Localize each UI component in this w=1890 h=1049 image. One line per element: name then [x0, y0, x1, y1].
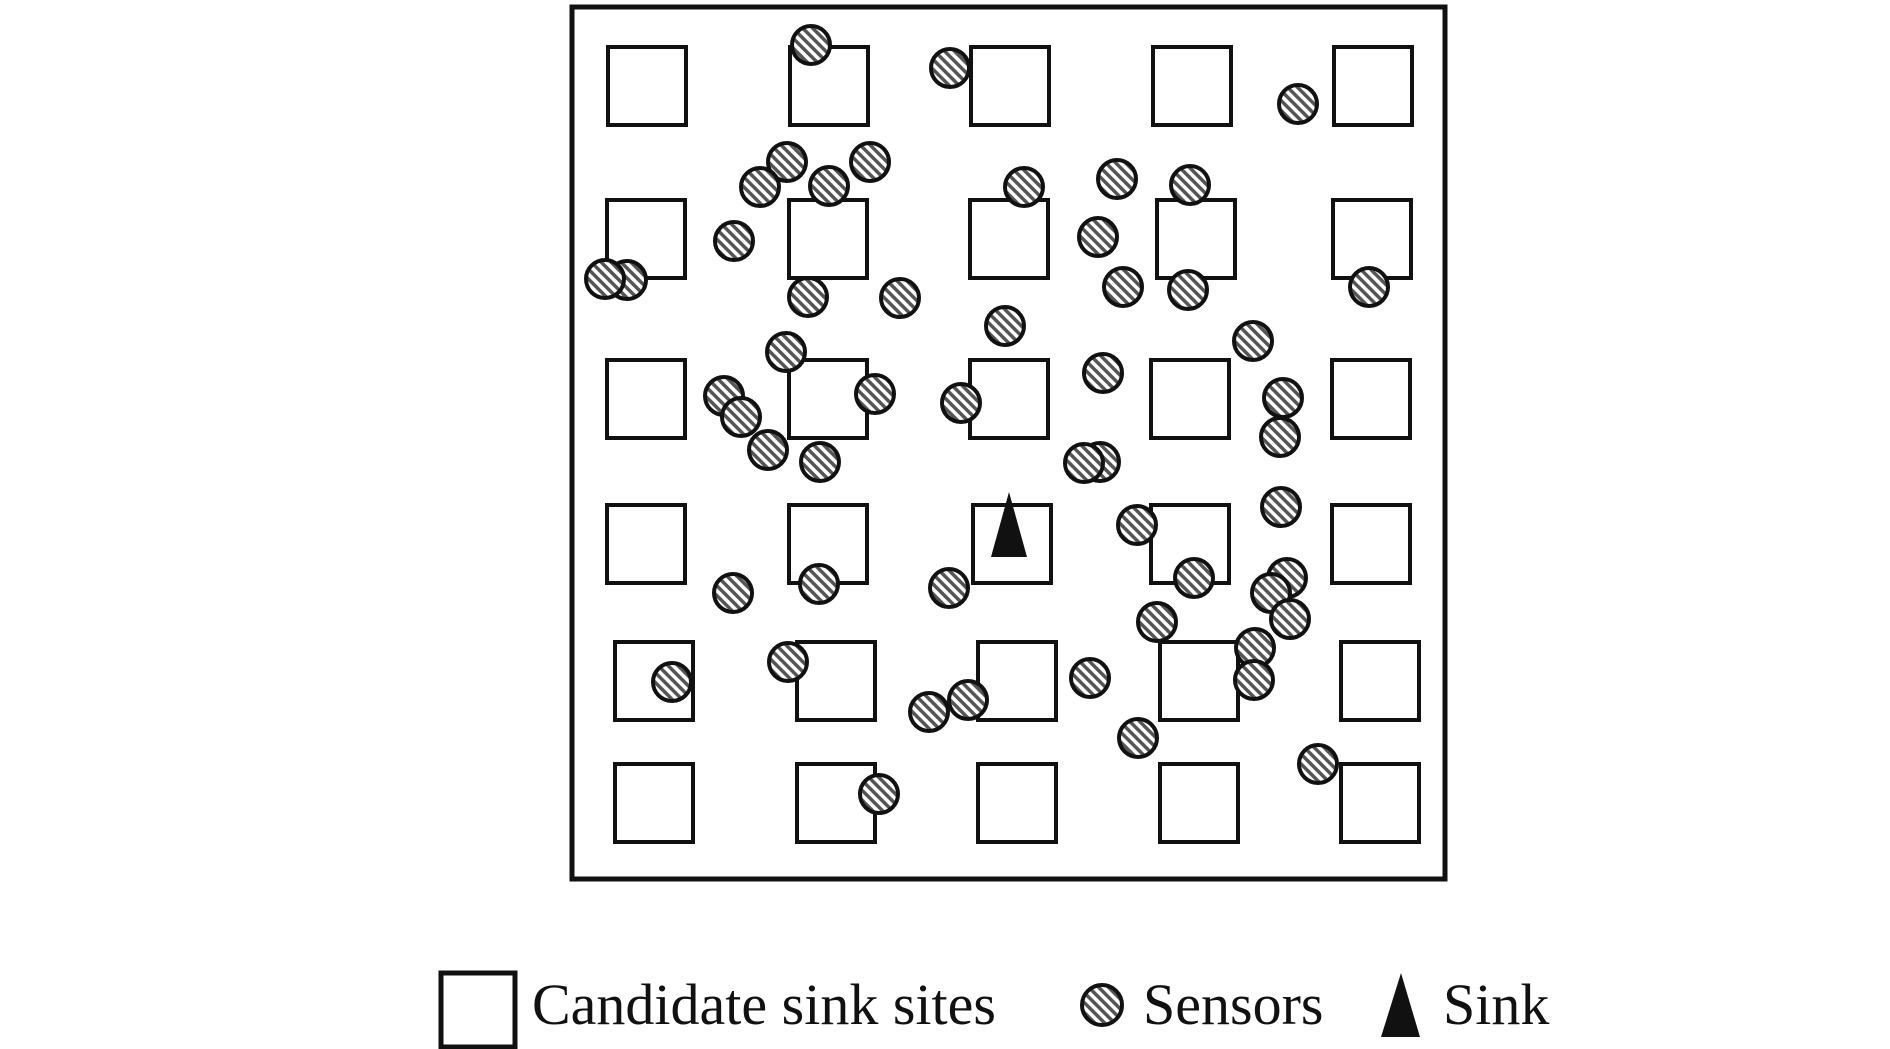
sensor-node [1136, 601, 1178, 643]
sensor-node [713, 220, 755, 262]
sensor-node [720, 396, 762, 438]
sensor-node [940, 382, 982, 424]
candidate-sink-site [613, 640, 695, 722]
sensor-node [1262, 377, 1304, 419]
sensor-node [854, 373, 896, 415]
candidate-sink-sites-layer [605, 45, 1421, 844]
candidate-sink-site [605, 503, 687, 585]
sensor-node [747, 429, 789, 471]
sensor-node [1348, 266, 1390, 308]
deployment-field-border [569, 4, 1448, 882]
sensor-node [1173, 557, 1215, 599]
sensor-node [1167, 269, 1209, 311]
sensor-node [766, 141, 808, 183]
sensor-node [1260, 486, 1302, 528]
sensor-node [584, 258, 626, 300]
sensor-node [1269, 598, 1311, 640]
sensor-node [1069, 657, 1111, 699]
candidate-sink-site [1330, 503, 1412, 585]
candidate-sink-site [1158, 762, 1240, 844]
candidate-sink-site [1158, 640, 1240, 722]
sensor-node [790, 24, 832, 66]
legend-sink-label: Sink [1443, 972, 1549, 1037]
sensor-node [808, 165, 850, 207]
sensor-node [849, 141, 891, 183]
candidate-sink-site [1149, 358, 1231, 440]
sensor-node [1096, 158, 1138, 200]
legend-sensor-label: Sensors [1143, 972, 1323, 1037]
sensor-node [787, 276, 829, 318]
candidate-sink-site [1332, 45, 1414, 127]
sink-marker [991, 492, 1027, 557]
candidate-sink-site [1155, 198, 1237, 280]
sensor-node [1077, 216, 1119, 258]
candidate-sink-site [1339, 762, 1421, 844]
sensor-node [1063, 442, 1105, 484]
sensor-node [1259, 416, 1301, 458]
candidate-sink-site [976, 640, 1058, 722]
candidate-sink-site [1330, 358, 1412, 440]
sensor-node [1297, 743, 1339, 785]
sensor-node [765, 331, 807, 373]
legend: Candidate sink sites Sensors Sink [438, 970, 1549, 1049]
sensor-node [1232, 320, 1274, 362]
candidate-sink-site [787, 198, 869, 280]
candidate-sink-site [613, 762, 695, 844]
sensor-node [908, 691, 950, 733]
sensor-node [799, 441, 841, 483]
candidate-sink-site [795, 640, 877, 722]
candidate-sink-site [1151, 45, 1233, 127]
candidate-sink-site [969, 45, 1051, 127]
sensor-node [858, 773, 900, 815]
sensor-node [1003, 166, 1045, 208]
sensor-node [1169, 164, 1211, 206]
candidate-sink-site [976, 762, 1058, 844]
sensor-node [1117, 717, 1159, 759]
sensor-node [651, 661, 693, 703]
sensor-node [928, 567, 970, 609]
sensor-node [767, 641, 809, 683]
sensor-node [1233, 659, 1275, 701]
sensors-layer [584, 24, 1390, 815]
sensor-node [798, 563, 840, 605]
sensor-node [1116, 504, 1158, 546]
candidate-sink-site [605, 358, 687, 440]
candidate-sink-site [606, 45, 688, 127]
legend-sensor-icon [1080, 983, 1124, 1027]
candidate-sink-site [1339, 640, 1421, 722]
sensor-node [879, 277, 921, 319]
legend-sink-icon [1381, 973, 1420, 1037]
sensor-node [1102, 266, 1144, 308]
candidate-sink-site [968, 198, 1050, 280]
candidate-sink-site [968, 358, 1050, 440]
sensor-node [947, 679, 989, 721]
legend-candidate-site-icon [438, 970, 518, 1049]
sensor-node [739, 166, 781, 208]
legend-candidate-site-label: Candidate sink sites [532, 972, 996, 1037]
sensor-node [929, 47, 971, 89]
sensor-node [984, 305, 1026, 347]
sensor-node [1082, 352, 1124, 394]
sensor-node [1277, 83, 1319, 125]
sensor-node [712, 572, 754, 614]
